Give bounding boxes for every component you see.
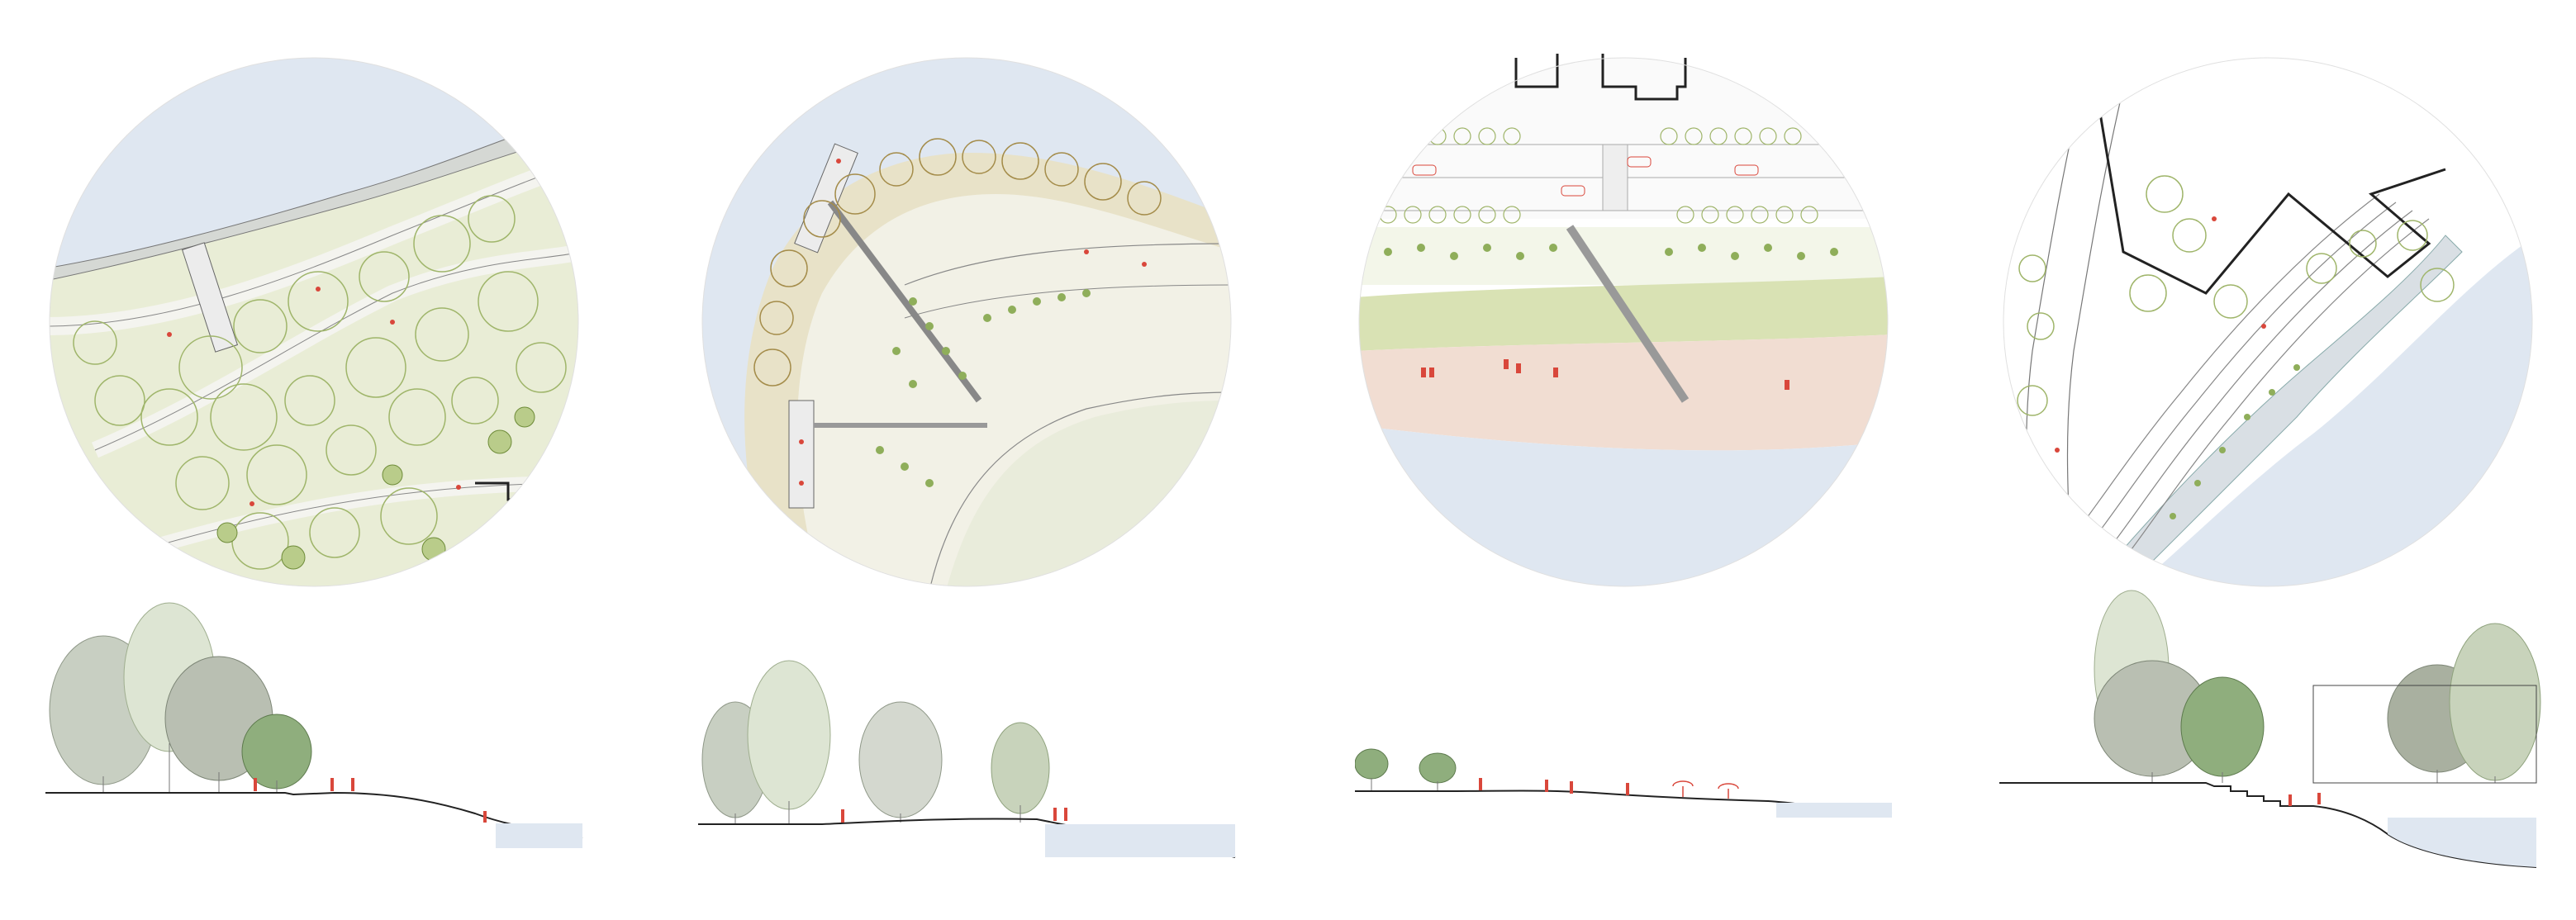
plan-2 xyxy=(698,54,1235,590)
water xyxy=(1776,803,1892,818)
section-2 xyxy=(698,595,1243,859)
beach-loungers xyxy=(1421,359,1789,390)
section-4 xyxy=(1999,578,2545,875)
shrub-dots xyxy=(876,289,1091,487)
section-people xyxy=(841,808,1067,823)
section-3 xyxy=(1355,595,1900,859)
people-markers xyxy=(167,287,461,506)
parked-cars xyxy=(1412,156,1759,197)
meadow-area xyxy=(50,111,578,586)
plan-3 xyxy=(1355,54,1892,590)
beach-umbrellas xyxy=(1672,780,1739,799)
section-trees xyxy=(2094,590,2541,783)
park-shrubs xyxy=(1384,244,1838,260)
water-area xyxy=(2132,235,2532,586)
people-markers xyxy=(2055,216,2266,453)
shrub-dots xyxy=(2170,364,2300,519)
shore-trees xyxy=(753,138,1162,386)
plan-1 xyxy=(45,54,582,590)
section-people xyxy=(2288,793,2321,806)
section-trees xyxy=(701,660,1050,824)
building-outline xyxy=(2312,685,2537,784)
pier-west xyxy=(788,400,815,509)
pier xyxy=(181,242,239,353)
building-2 xyxy=(1601,54,1687,101)
trees xyxy=(2017,175,2455,416)
section-1 xyxy=(45,595,591,859)
building-1 xyxy=(1514,54,1559,88)
water xyxy=(1045,824,1235,857)
beach xyxy=(1359,334,1888,451)
boardwalk xyxy=(1566,225,1690,403)
water xyxy=(496,823,582,848)
boardwalk xyxy=(827,200,982,403)
water xyxy=(2388,818,2536,867)
crossing xyxy=(1602,144,1628,211)
water-area xyxy=(1359,425,1888,586)
park-strip xyxy=(1359,227,1888,285)
people-markers xyxy=(799,159,1147,486)
section-trees xyxy=(49,602,312,793)
rocky-shore xyxy=(50,111,578,282)
small-trees xyxy=(216,406,535,570)
section-people xyxy=(254,778,487,823)
plan-4 xyxy=(1999,54,2536,590)
section-people xyxy=(1479,778,1629,795)
tree-canopies xyxy=(73,195,567,570)
section-trees xyxy=(1355,748,1457,791)
